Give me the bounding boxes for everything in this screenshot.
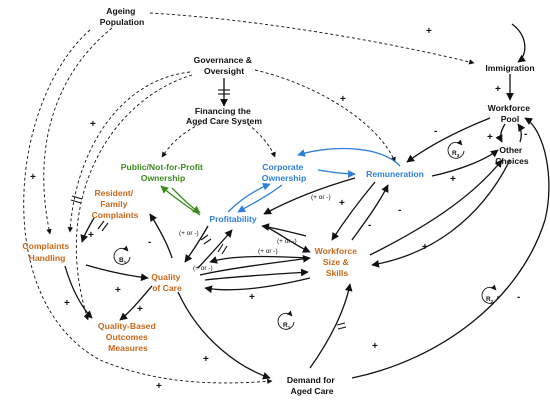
link-workforce-size-to-remuneration: [351, 184, 389, 241]
polarity-pool-other-choices: +: [487, 132, 493, 143]
polarity-remuneration-workforce-size: +: [339, 198, 345, 209]
node-demand-aged-care: Demand for Aged Care: [287, 375, 337, 396]
polarity-workforce-size-profitability: (+ or -): [277, 238, 297, 245]
link-quality-to-complaints: [149, 213, 173, 259]
node-labels: Ageing Population Immigration Governance…: [22, 6, 534, 396]
link-remuneration-to-corporate-ownership: [297, 147, 401, 167]
polarity-workforce-size-quality: +: [249, 292, 255, 303]
link-complaints-handling-to-outcome-measures: [64, 265, 93, 319]
link-governance-to-remuneration: [254, 69, 396, 163]
polarity-complaints-handling: +: [88, 230, 94, 241]
loop-r3-label: R3: [452, 150, 460, 158]
link-financing-to-public-ownership: [161, 123, 201, 158]
link-external-to-immigration: [511, 23, 526, 63]
polarity-pool-workforce-size: -: [398, 205, 401, 216]
node-complaints-handling: Complaints Handling: [22, 241, 71, 263]
link-workforce-size-to-profitability: [261, 223, 307, 237]
polarity-demand-workforce-size: +: [372, 341, 378, 352]
polarity-demand-pool: -: [517, 292, 520, 303]
polarity-quality-complaints: -: [148, 237, 151, 248]
link-remuneration-to-profitability: [263, 177, 356, 215]
node-workforce-pool: Workforce Pool: [488, 103, 533, 124]
polarity-workforce-size-pool: +: [422, 242, 428, 253]
link-quality-to-profitability-lower: [199, 255, 311, 276]
loop-r1: R1: [277, 310, 295, 330]
link-governance-to-complaints-handling: [67, 71, 191, 233]
solid-links: [64, 23, 550, 380]
node-immigration: Immigration: [485, 63, 534, 73]
link-workforce-pool-to-remuneration: [406, 117, 491, 163]
link-corporate-ownership-to-remuneration: [317, 169, 356, 178]
polarity-profitability-quality: (+ or -): [179, 230, 199, 237]
polarity-quality-outcomes: +: [137, 304, 143, 315]
loop-r2-label: R2: [486, 296, 494, 304]
node-other-choices: Other Choices: [495, 145, 529, 166]
link-demand-to-workforce-pool: [351, 117, 550, 379]
polarity-workforce-size-remuneration: -: [368, 220, 371, 231]
loop-markers: B1 R1 R2 R3: [113, 139, 499, 330]
polarity-ageing-demand-end: +: [156, 381, 162, 392]
link-complaints-to-complaints-handling: [80, 217, 95, 243]
loop-b1-label: B1: [119, 257, 127, 265]
polarity-immigration-pool: +: [495, 84, 501, 95]
link-governance-to-outcome-measures: [75, 74, 193, 321]
link-remuneration-to-workforce-size: [331, 181, 376, 241]
node-ageing-population: Ageing Population: [100, 6, 144, 27]
polarity-handling-quality: +: [115, 285, 121, 296]
polarity-handling-outcomes: +: [64, 298, 70, 309]
loop-b1: B1: [113, 245, 131, 265]
node-public-ownership: Public/Not-for-Profit Ownership: [121, 162, 206, 183]
polarity-ageing-immigration: +: [426, 26, 432, 37]
polarity-ageing-demand: +: [30, 172, 36, 183]
polarity-governance-complaints-handling: +: [90, 119, 96, 130]
link-workforce-size-to-quality-lower: [204, 277, 311, 294]
link-quality-to-profitability-upper: [197, 229, 233, 269]
polarity-quality-demand: +: [203, 354, 209, 365]
polarity-profitability-workforce-size: (+ or -): [258, 248, 278, 255]
node-remuneration: Remuneration: [366, 169, 424, 179]
polarity-labels: + + + + + + - + - + - - + + - + + - + + …: [30, 26, 527, 392]
node-governance-oversight: Governance & Oversight: [194, 55, 255, 76]
link-remuneration-to-workforce-pool: [431, 149, 499, 177]
polarity-remuneration-profitability: (+ or -): [311, 194, 331, 201]
link-corporate-ownership-to-profitability: [237, 184, 283, 213]
link-other-choices-to-workforce-pool: [517, 123, 526, 143]
link-workforce-pool-to-other-choices: [495, 123, 506, 143]
link-profitability-to-public-ownership: [160, 185, 201, 216]
link-demand-to-workforce-size: [309, 283, 353, 369]
link-workforce-size-to-quality-upper: [209, 255, 309, 264]
link-quality-to-workforce-size: [204, 268, 309, 281]
link-workforce-pool-to-workforce-size: [371, 159, 511, 268]
node-complaints: Resident/ Family Complaints: [92, 188, 139, 220]
link-profitability-to-corporate-ownership: [227, 182, 271, 213]
node-corporate-ownership: Corporate Ownership: [262, 162, 306, 183]
polarity-remuneration-pool: +: [450, 174, 456, 185]
delay-marks: [70, 89, 347, 330]
node-profitability: Profitability: [209, 214, 256, 224]
ownership-links: [160, 147, 401, 216]
loop-r3: R3: [447, 139, 465, 159]
polarity-other-choices-pool: -: [524, 129, 527, 140]
link-profitability-to-quality-upper: [184, 225, 209, 263]
loop-r2: R2: [481, 284, 499, 304]
node-workforce-size: Workforce Size & Skills: [315, 246, 360, 278]
link-complaints-handling-to-quality: [85, 264, 149, 282]
link-public-ownership-to-profitability: [171, 187, 201, 214]
node-quality-of-care: Quality of Care: [151, 272, 183, 293]
link-ageing-to-demand: [23, 29, 273, 385]
node-outcome-measures: Quality-Based Outcomes Measures: [98, 321, 158, 353]
link-workforce-size-to-workforce-pool: [369, 159, 503, 256]
polarity-pool-remuneration: -: [434, 126, 437, 137]
dashed-links: [23, 12, 475, 385]
polarity-quality-profitability: (+ or -): [193, 265, 213, 272]
polarity-governance-remuneration: +: [340, 94, 346, 105]
link-financing-to-corporate-ownership: [247, 123, 276, 158]
link-quality-to-demand: [177, 291, 271, 380]
loop-r1-label: R1: [283, 322, 291, 330]
link-quality-to-outcome-measures: [119, 285, 153, 321]
node-financing: Financing the Aged Care System: [186, 106, 262, 126]
